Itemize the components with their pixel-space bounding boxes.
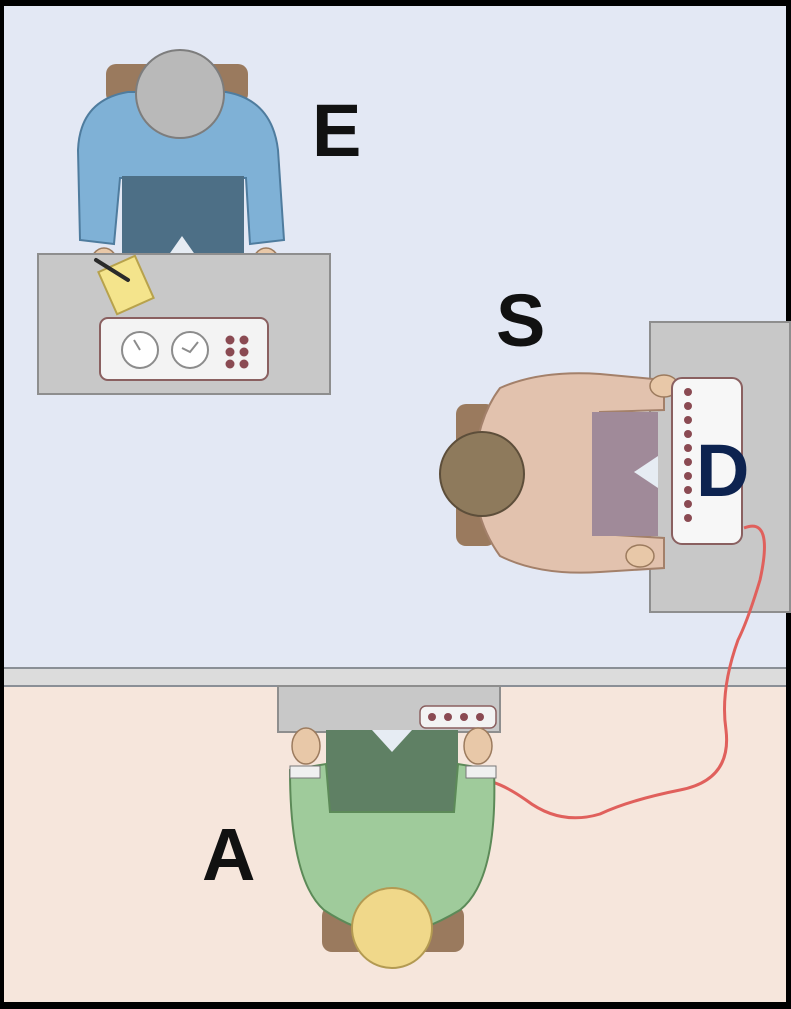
experimenter-desk: [38, 254, 330, 394]
divider-wall: [4, 668, 786, 686]
actor-head: [352, 888, 432, 968]
subject-label: S: [496, 279, 545, 362]
subject-left-hand: [626, 545, 654, 567]
actor-desk: [278, 686, 500, 732]
subject-head: [440, 432, 524, 516]
actor-right-hand: [464, 728, 492, 764]
device-label: D: [696, 429, 749, 512]
actor-left-hand: [292, 728, 320, 764]
actor-left-strap: [290, 766, 320, 778]
actor-label: A: [202, 813, 255, 896]
experimenter-head: [136, 50, 224, 138]
actor-right-strap: [466, 766, 496, 778]
clock-dial-icon: [172, 332, 208, 368]
experimenter-label: E: [312, 89, 361, 172]
